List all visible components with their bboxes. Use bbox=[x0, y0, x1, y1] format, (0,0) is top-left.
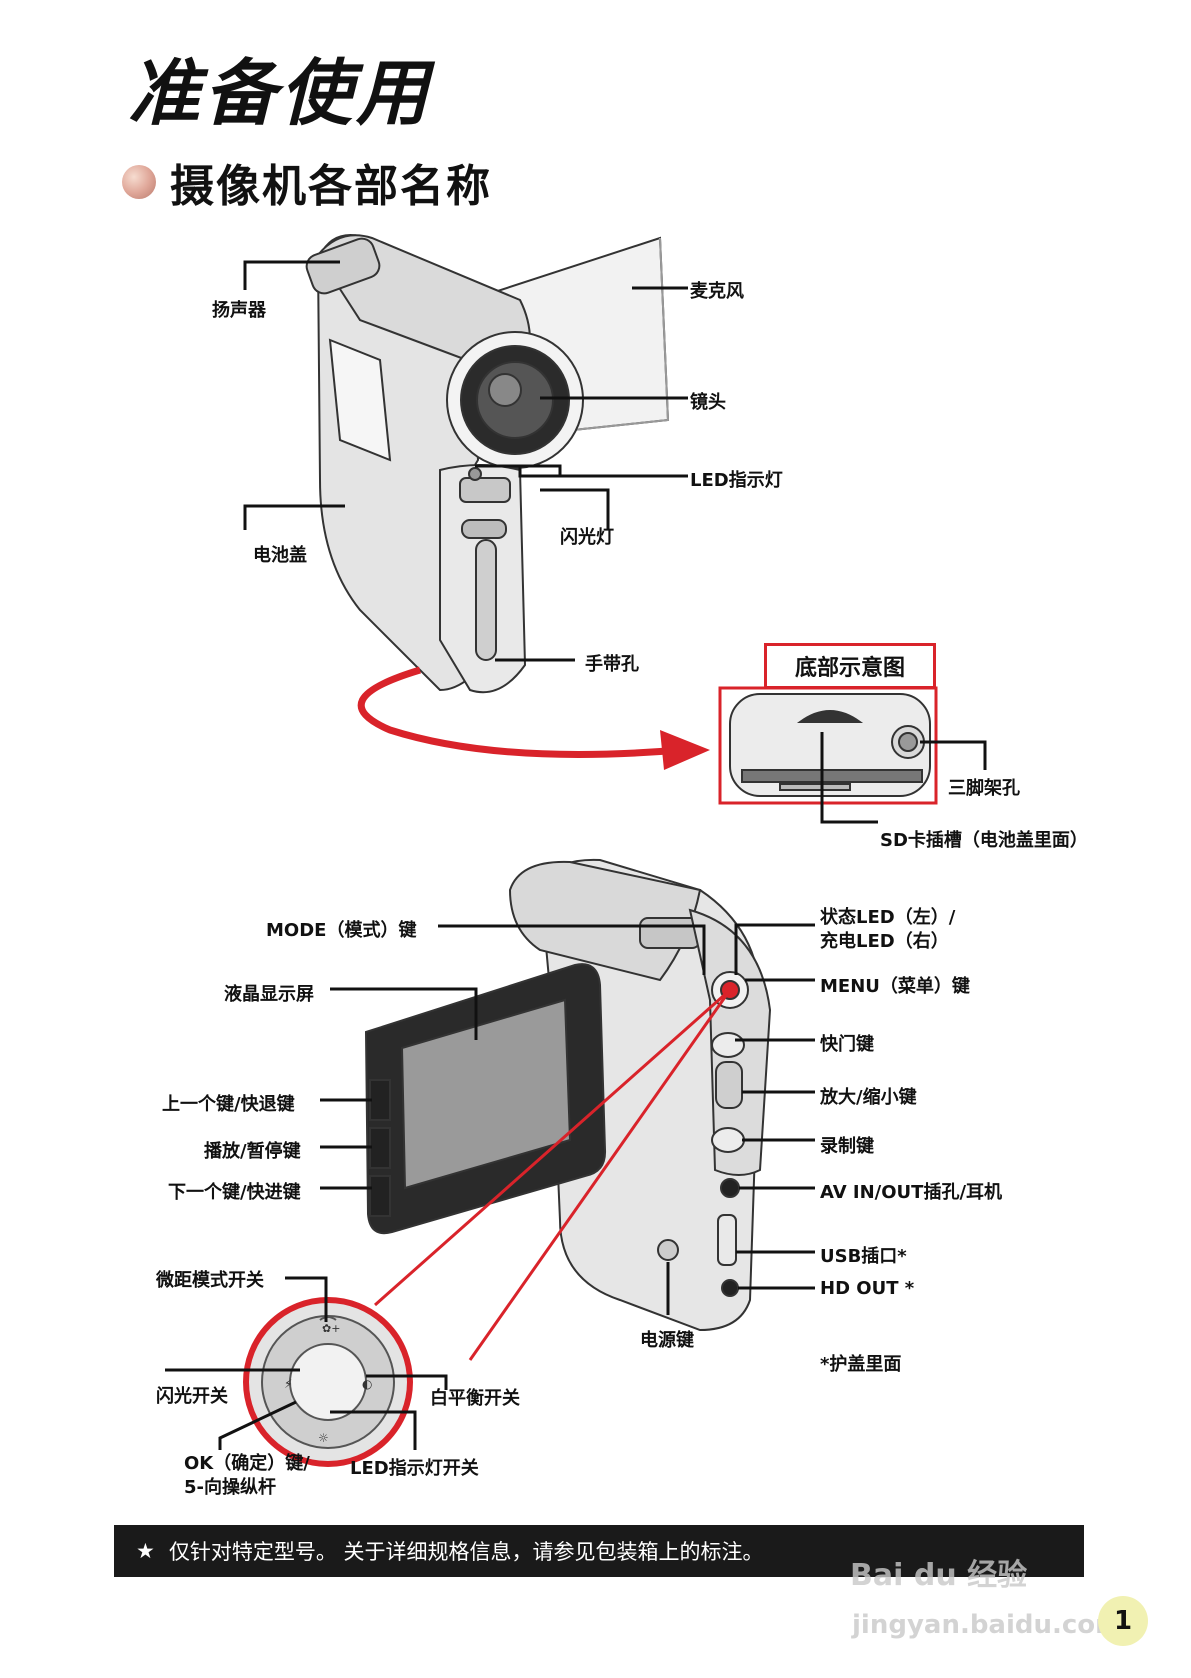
label-strap-hole: 手带孔 bbox=[585, 654, 639, 675]
label-record-key: 录制键 bbox=[820, 1136, 874, 1157]
label-status-led: 状态LED（左）/ 充电LED（右） bbox=[820, 907, 956, 952]
label-battery-cover: 电池盖 bbox=[253, 545, 307, 566]
red-arrow-head bbox=[660, 730, 710, 770]
label-cover-note: *护盖里面 bbox=[820, 1354, 902, 1375]
section-header: 摄像机各部名称 bbox=[122, 150, 492, 214]
camera-front-illustration bbox=[305, 234, 670, 694]
svg-text:✿+: ✿+ bbox=[322, 1322, 340, 1335]
joystick-zoom: ✿+ ⚡ ◐ ☼ bbox=[243, 1297, 413, 1467]
footer-note: 仅针对特定型号。 关于详细规格信息，请参见包装箱上的标注。 bbox=[168, 1540, 764, 1564]
camera-bottom-illustration bbox=[729, 693, 931, 797]
footer-note-bar: ★ 仅针对特定型号。 关于详细规格信息，请参见包装箱上的标注。 bbox=[114, 1525, 1084, 1577]
label-hd-out: HD OUT * bbox=[820, 1278, 915, 1299]
front-leader-lines bbox=[243, 260, 688, 662]
zoom-lines bbox=[374, 988, 732, 1361]
label-next-key: 下一个键/快进键 bbox=[168, 1182, 301, 1203]
camera-back-illustration bbox=[364, 858, 772, 1332]
label-lens: 镜头 bbox=[690, 392, 726, 413]
page-number: 1 bbox=[1098, 1596, 1148, 1646]
label-menu-key: MENU（菜单）键 bbox=[820, 976, 970, 997]
label-usb-port: USB插口* bbox=[820, 1246, 907, 1267]
label-power-key: 电源键 bbox=[640, 1330, 694, 1351]
label-zoom-key: 放大/缩小键 bbox=[820, 1087, 917, 1108]
label-tripod-hole: 三脚架孔 bbox=[948, 778, 1020, 799]
label-flash: 闪光灯 bbox=[560, 527, 614, 548]
label-microphone: 麦克风 bbox=[690, 281, 744, 302]
back-leader-lines bbox=[165, 923, 815, 1450]
label-wb-switch: 白平衡开关 bbox=[430, 1388, 520, 1409]
watermark-url: jingyan.baidu.com bbox=[852, 1610, 1123, 1640]
label-led-switch: LED指示灯开关 bbox=[350, 1458, 479, 1479]
label-lcd: 液晶显示屏 bbox=[224, 984, 314, 1005]
bottom-view-title: 底部示意图 bbox=[764, 643, 936, 689]
bottom-leader-lines bbox=[820, 732, 987, 824]
red-arrow-curve bbox=[357, 666, 681, 758]
section-title: 摄像机各部名称 bbox=[170, 161, 492, 212]
svg-text:◐: ◐ bbox=[362, 1377, 372, 1391]
svg-text:☼: ☼ bbox=[318, 1431, 329, 1445]
label-ok-key: OK（确定）键/ 5-向操纵杆 bbox=[184, 1453, 310, 1498]
label-sd-slot: SD卡插槽（电池盖里面） bbox=[880, 830, 1088, 851]
label-macro-switch: 微距模式开关 bbox=[156, 1270, 264, 1291]
bullet-icon bbox=[122, 165, 156, 199]
label-shutter-key: 快门键 bbox=[820, 1034, 874, 1055]
label-led-indicator: LED指示灯 bbox=[690, 470, 783, 491]
label-mode-key: MODE（模式）键 bbox=[266, 920, 417, 941]
page-title: 准备使用 bbox=[128, 51, 433, 135]
label-prev-key: 上一个键/快退键 bbox=[162, 1094, 295, 1115]
svg-text:⚡: ⚡ bbox=[284, 1377, 292, 1391]
star-icon: ★ bbox=[136, 1539, 155, 1563]
label-play-pause: 播放/暂停键 bbox=[204, 1141, 301, 1162]
label-speaker: 扬声器 bbox=[212, 300, 266, 321]
label-av-port: AV IN/OUT插孔/耳机 bbox=[820, 1182, 1003, 1203]
label-flash-switch: 闪光开关 bbox=[156, 1386, 228, 1407]
watermark-logo: Bai du 经验 bbox=[850, 1558, 1028, 1593]
